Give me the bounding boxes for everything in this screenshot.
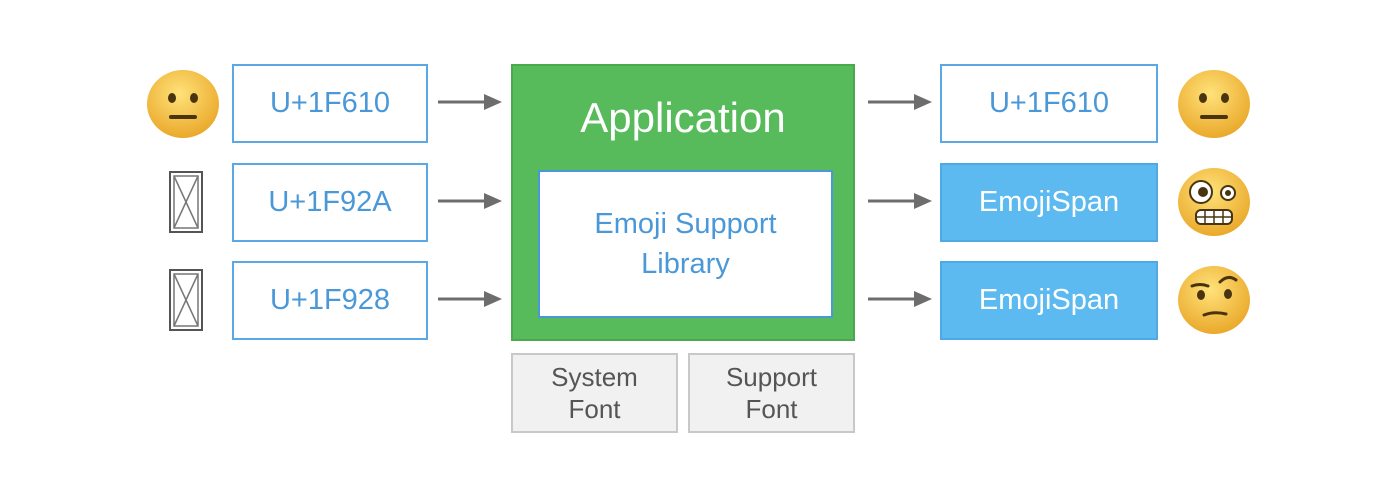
support-font-line1: Support <box>725 362 818 392</box>
application-block: Application Emoji Support Library <box>511 64 855 341</box>
input-codepoint-label: U+1F928 <box>269 284 391 316</box>
input-codepoint-box: U+1F928 <box>232 261 428 340</box>
raised-eyebrow-face-emoji-icon <box>1176 264 1252 336</box>
support-font-line2: Font <box>745 394 798 424</box>
library-label-line1: Emoji Support <box>594 208 777 240</box>
input-codepoint-box: U+1F610 <box>232 64 428 143</box>
neutral-face-emoji-icon <box>1176 68 1252 140</box>
arrow-right-icon <box>436 189 504 213</box>
output-emojispan-box: EmojiSpan <box>940 163 1158 242</box>
system-font-line1: System <box>551 362 638 392</box>
input-codepoint-box: U+1F92A <box>232 163 428 242</box>
output-emojispan-label: EmojiSpan <box>978 186 1120 218</box>
arrow-right-icon <box>436 90 504 114</box>
output-codepoint-label: U+1F610 <box>988 87 1110 119</box>
arrow-right-icon <box>866 287 934 311</box>
library-label-line2: Library <box>641 248 730 280</box>
output-codepoint-box: U+1F610 <box>940 64 1158 143</box>
application-title: Application <box>580 94 786 141</box>
arrow-right-icon <box>866 90 934 114</box>
neutral-face-emoji-icon <box>145 68 221 140</box>
arrow-right-icon <box>866 189 934 213</box>
system-font-line2: Font <box>568 394 621 424</box>
missing-glyph-icon <box>168 268 204 332</box>
input-codepoint-label: U+1F610 <box>269 87 391 119</box>
emoji-support-library-box: Emoji Support Library <box>538 170 833 318</box>
missing-glyph-icon <box>168 170 204 234</box>
arrow-right-icon <box>436 287 504 311</box>
support-font-box: Support Font <box>688 353 855 433</box>
input-codepoint-label: U+1F92A <box>268 186 392 218</box>
system-font-box: System Font <box>511 353 678 433</box>
output-emojispan-label: EmojiSpan <box>978 284 1120 316</box>
zany-face-emoji-icon <box>1176 166 1252 238</box>
output-emojispan-box: EmojiSpan <box>940 261 1158 340</box>
